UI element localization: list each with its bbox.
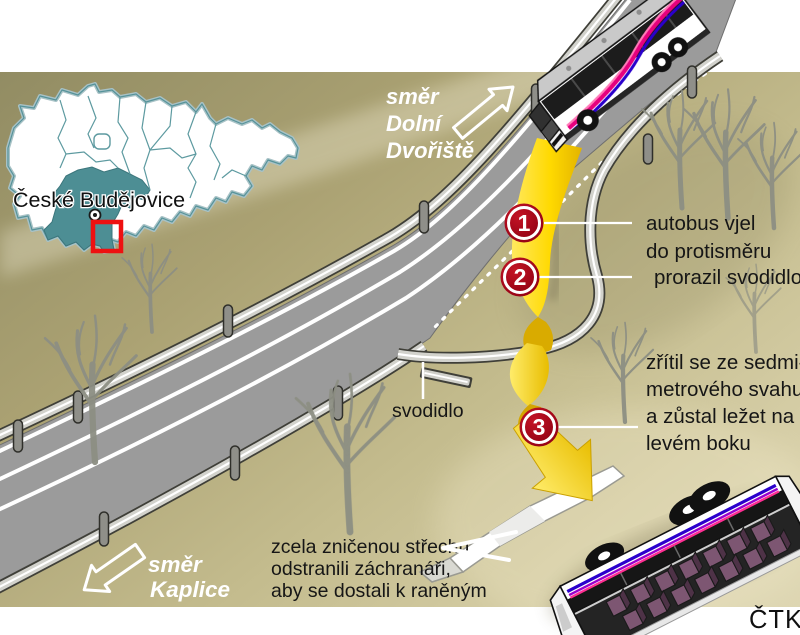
roof-note-line1: zcela zničenou střechu [271, 536, 469, 558]
overturned-stripe-blue [566, 483, 777, 593]
bus-seats [605, 514, 792, 632]
locator-map: České Budějovice [6, 82, 300, 254]
step-3-label-line4: levém boku [646, 432, 751, 455]
step-1-label-line2: do protisměru [646, 240, 771, 263]
direction-north: směr Dolní Dvořiště [386, 84, 515, 163]
bus-overturned [549, 475, 800, 635]
map-city-label: České Budějovice [13, 187, 185, 212]
step-3-label-line2: metrového svahu [646, 378, 800, 401]
lower-guardrail [0, 341, 428, 594]
step-3-number: 3 [533, 414, 546, 440]
arrow-northeast-icon [452, 85, 515, 140]
overturned-stripe-purple [568, 487, 779, 597]
bus-stripe-blue [570, 0, 686, 134]
step-2-label: prorazil svodidlo [654, 266, 800, 289]
direction-north-line1: směr [386, 84, 440, 109]
direction-south-line2: Kaplice [150, 577, 230, 602]
step-marker-1: 1 [504, 203, 544, 243]
overturned-rear-cap [774, 475, 800, 551]
guardrail-posts [12, 65, 698, 547]
bus-stripe-pink [566, 0, 681, 127]
direction-north-line3: Dvořiště [386, 138, 474, 163]
bus-roof [536, 0, 682, 103]
accident-location-box [90, 219, 124, 254]
region-borders [57, 95, 247, 199]
overturned-cut-edge [593, 543, 800, 635]
step-1-number: 1 [518, 210, 531, 236]
broken-rail-piece [419, 367, 473, 388]
overturned-window-band [567, 490, 790, 613]
guardrail-label: svodidlo [392, 362, 464, 422]
guardrail-label-text: svodidlo [392, 400, 464, 422]
bus-stripe-magenta [567, 0, 683, 130]
bus-wheels [576, 37, 689, 132]
leader-lines [539, 221, 638, 429]
step-3-label-line1: zřítil se ze sedmi- [646, 351, 800, 374]
direction-north-line2: Dolní [386, 111, 444, 136]
arrow-southwest-icon [82, 542, 147, 593]
direction-south: směr Kaplice [82, 542, 230, 602]
roof-note-pointer-icon [441, 530, 518, 562]
annotations: autobus vjel do protisměru prorazil svod… [271, 212, 800, 634]
overturned-stripe-pink [569, 490, 780, 599]
bus-driving [528, 0, 711, 153]
step-3-label-line3: a zůstal ležet na [646, 405, 795, 428]
agency-credit: ČTK [749, 605, 800, 634]
step-1-label-line1: autobus vjel [646, 212, 755, 235]
direction-south-line1: směr [148, 552, 203, 577]
step-2-number: 2 [514, 264, 527, 290]
step-marker-3: 3 [519, 407, 559, 447]
roof-note-line2: odstranili záchranáři, [271, 558, 451, 580]
step-marker-2: 2 [500, 257, 540, 297]
prague-outline [93, 133, 111, 150]
roof-note-line3: aby se dostali k raněným [271, 580, 487, 602]
ribbon-segment-2 [509, 343, 549, 406]
